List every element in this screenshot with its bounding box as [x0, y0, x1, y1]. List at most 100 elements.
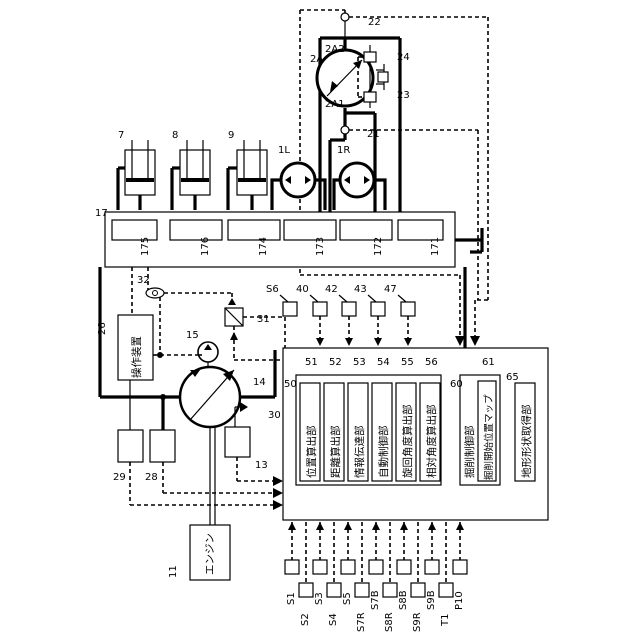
spool-174: [228, 220, 280, 240]
sensor-s9b: [425, 560, 439, 574]
label-s2: S2: [300, 613, 311, 626]
label-8: 8: [172, 130, 178, 141]
label-p10: P10: [454, 591, 465, 610]
label-175: 175: [140, 237, 151, 256]
operation-device-group: 操作装置 26 32 31: [97, 267, 285, 380]
spool-176: [170, 220, 222, 240]
label-31: 31: [257, 314, 270, 325]
label-9: 9: [228, 130, 234, 141]
label-30: 30: [268, 410, 281, 421]
unit-56-label: 相対角度算出部: [425, 405, 438, 479]
sensor-s7r: [355, 583, 369, 597]
label-17: 17: [95, 208, 108, 219]
operation-device-label: 操作装置: [130, 336, 143, 378]
unit-51-label: 位置算出部: [305, 426, 318, 479]
label-2a: 2A: [310, 54, 323, 65]
label-173: 173: [315, 237, 326, 256]
sensor-43: [371, 302, 385, 316]
label-54: 54: [377, 357, 390, 368]
controller-30: 30 50 位置算出部 51 距離算出部 52 情報伝達部 53 自動制御部 5…: [268, 348, 548, 520]
swing-pressure-sensor-21: [341, 126, 349, 134]
unit-54-label: 自動制御部: [377, 426, 390, 479]
label-11: 11: [168, 565, 179, 578]
cylinder-7: [125, 150, 155, 195]
label-43: 43: [354, 284, 367, 295]
label-s7r: S7R: [356, 612, 367, 632]
label-172: 172: [373, 237, 384, 256]
label-15: 15: [186, 330, 199, 341]
sensor-t1: [439, 583, 453, 597]
label-s4: S4: [328, 613, 339, 626]
label-s9b: S9B: [426, 590, 437, 610]
relief-valve-23: [364, 92, 376, 102]
control-valve-unit-17: 175 176 174 173 172 171 17: [95, 208, 482, 267]
label-47: 47: [384, 284, 397, 295]
label-65: 65: [506, 372, 519, 383]
sensor-42: [342, 302, 356, 316]
pump-sensor-13: [225, 427, 250, 457]
label-t1: T1: [440, 614, 451, 627]
unit-65-label: 地形形状取得部: [520, 405, 533, 479]
swing-circuit: 2A 2A2 2A1 22 21 24 23: [300, 10, 488, 346]
label-32: 32: [137, 275, 150, 286]
actuators: 7 8 9 1L 1R: [118, 130, 385, 210]
cylinder-8: [180, 150, 210, 195]
label-21: 21: [367, 129, 380, 140]
unit-61-label: 掘削開始位置マップ: [483, 394, 495, 480]
label-s5: S5: [342, 592, 353, 605]
label-28: 28: [145, 472, 158, 483]
label-7: 7: [118, 130, 124, 141]
label-50: 50: [284, 379, 297, 390]
sensor-s9r: [411, 583, 425, 597]
sensor-29: [118, 430, 143, 462]
label-42: 42: [325, 284, 338, 295]
label-171: 171: [430, 237, 441, 256]
label-s1: S1: [286, 592, 297, 605]
unit-55-label: 旋回角度算出部: [401, 405, 414, 479]
unit-60-label: 掘削制御部: [463, 426, 476, 479]
label-s8r: S8R: [384, 612, 395, 632]
label-1l: 1L: [278, 145, 290, 156]
label-2a2: 2A2: [325, 44, 345, 55]
label-s7b: S7B: [370, 590, 381, 610]
unit-53-label: 情報伝達部: [353, 426, 366, 479]
label-26: 26: [97, 322, 108, 335]
label-61: 61: [482, 357, 495, 368]
label-s8b: S8B: [398, 590, 409, 610]
sensor-s8b: [397, 560, 411, 574]
sensor-28: [150, 430, 175, 462]
sensor-p10: [453, 560, 467, 574]
label-176: 176: [200, 237, 211, 256]
swing-pressure-sensor-22: [341, 13, 349, 21]
sensor-s7b: [369, 560, 383, 574]
label-56: 56: [425, 357, 438, 368]
label-174: 174: [258, 237, 269, 256]
cylinder-9: [237, 150, 267, 195]
sensor-47: [401, 302, 415, 316]
sensor-40: [313, 302, 327, 316]
label-51: 51: [305, 357, 318, 368]
top-sensors: S6 40 42 43 47: [266, 284, 415, 346]
label-29: 29: [113, 472, 126, 483]
bottom-sensors: S1 S3 S5 S7B S8B S9B P10 S2 S4 S7R S8R S…: [285, 522, 467, 632]
relief-valve-24: [364, 52, 376, 62]
spool-172: [340, 220, 392, 240]
label-s9r: S9R: [412, 612, 423, 632]
label-24: 24: [397, 52, 410, 63]
label-s6: S6: [266, 284, 279, 295]
label-52: 52: [329, 357, 342, 368]
sensor-s4: [327, 583, 341, 597]
label-23: 23: [397, 90, 410, 101]
label-14: 14: [253, 377, 266, 388]
sensor-s8r: [383, 583, 397, 597]
engine-label: エンジン: [204, 533, 216, 575]
label-22: 22: [368, 17, 381, 28]
sensor-s2: [299, 583, 313, 597]
sensor-s5: [341, 560, 355, 574]
label-1r: 1R: [337, 145, 350, 156]
label-60: 60: [450, 379, 463, 390]
sensor-s6: [283, 302, 297, 316]
label-53: 53: [353, 357, 366, 368]
label-2a1: 2A1: [325, 99, 345, 110]
